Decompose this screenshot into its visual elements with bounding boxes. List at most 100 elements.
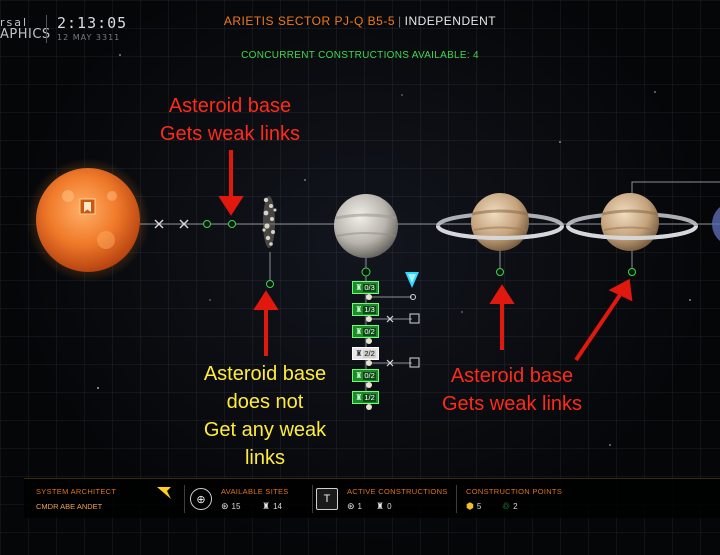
- footer-divider: [312, 485, 313, 513]
- orbital-site-icon: ⊛: [347, 501, 355, 511]
- construction-site-row[interactable]: ♜0/2: [352, 325, 379, 338]
- crane-icon: T: [323, 493, 331, 505]
- planet-ringed-1[interactable]: [436, 193, 564, 251]
- bookmark-icon[interactable]: [84, 202, 91, 212]
- active-orbital-value: 1: [357, 502, 362, 511]
- site-count: 0/3: [363, 282, 376, 292]
- tier2-points: ⬢ 5: [466, 501, 481, 512]
- surface-site-icon: ♜: [355, 283, 363, 292]
- surface-site-icon: ♜: [355, 327, 363, 336]
- crosshair-icon: ⊕: [196, 493, 206, 506]
- game-date: 12 MAY 3311: [57, 33, 121, 42]
- planet-link-node[interactable]: [361, 267, 371, 277]
- concurrent-constructions: CONCURRENT CONSTRUCTIONS AVAILABLE: 4: [241, 50, 479, 61]
- station-marker[interactable]: [386, 315, 394, 367]
- tier3-points: ♲ 2: [502, 501, 518, 512]
- logo-line2: APHICS: [0, 27, 51, 42]
- active-orbital-count: ⊛ 1: [347, 501, 362, 512]
- footer-divider: [184, 485, 185, 513]
- construction-site-row[interactable]: ♜1/3: [352, 303, 379, 316]
- tier2-points-value: 5: [476, 502, 482, 511]
- construction-site-badge[interactable]: ♜2/2: [352, 347, 379, 360]
- available-surface-value: 14: [273, 502, 282, 511]
- logo-line1: rsal: [0, 16, 29, 29]
- asteroid-base[interactable]: [262, 196, 277, 248]
- site-moon[interactable]: [366, 294, 372, 410]
- tier3-points-icon: ♲: [502, 501, 511, 511]
- annotation-line: Asteroid base: [450, 365, 574, 387]
- annotation-yellow: Asteroid base does not Get any weak link…: [190, 360, 340, 472]
- surface-site-icon: ♜: [355, 305, 363, 314]
- annotation-line: Get any weak: [203, 419, 327, 441]
- planet-ringed-2[interactable]: [566, 193, 698, 251]
- architect-name: CMDR ABE ANDET: [36, 502, 103, 511]
- surface-site-icon: ♜: [355, 393, 363, 402]
- annotation-line: Gets weak links: [159, 123, 301, 145]
- available-sites-section: ⊕ AVAILABLE SITES ⊛ 15 ♜ 14: [190, 479, 310, 519]
- system-name: ARIETIS SECTOR PJ-Q B5-5: [223, 14, 395, 28]
- construction-site-row[interactable]: ♜1/2: [352, 391, 379, 404]
- site-branch-lines: [372, 296, 412, 364]
- system-title: ARIETIS SECTOR PJ-Q B5-5|INDEPENDENT: [0, 14, 720, 28]
- architect-section: SYSTEM ARCHITECT CMDR ABE ANDET: [24, 479, 184, 519]
- construction-site-badge[interactable]: ♜0/3: [352, 281, 379, 294]
- planet-offscreen[interactable]: [712, 202, 720, 246]
- site-count: 1/3: [363, 304, 376, 314]
- site-count: 0/2: [363, 370, 376, 380]
- active-constructions-section: T ACTIVE CONSTRUCTIONS ⊛ 1 ♜ 0: [316, 479, 456, 519]
- site-count: 0/2: [363, 326, 376, 336]
- surface-site-icon: ♜: [355, 371, 363, 380]
- available-orbital-count: ⊛ 15: [221, 501, 240, 512]
- tier3-points-value: 2: [513, 502, 518, 511]
- outpost-icon[interactable]: [409, 294, 420, 368]
- active-constructions-button[interactable]: T: [316, 488, 338, 510]
- title-separator: |: [398, 14, 402, 28]
- construction-points-label: CONSTRUCTION POINTS: [466, 487, 563, 496]
- construction-site-badge[interactable]: ♜0/2: [352, 369, 379, 382]
- annotation-line: does not: [226, 391, 304, 413]
- clock-divider: [46, 15, 47, 43]
- site-count: 1/2: [363, 392, 376, 402]
- annotation-line: Asteroid base: [168, 95, 292, 117]
- surface-site-icon: ♜: [355, 349, 363, 358]
- footer-divider: [456, 485, 457, 513]
- available-sites-button[interactable]: ⊕: [190, 488, 212, 510]
- weak-link-node[interactable]: [203, 220, 274, 288]
- construction-site-badge[interactable]: ♜1/3: [352, 303, 379, 316]
- planet-gas-giant[interactable]: [334, 194, 398, 258]
- surface-site-icon: ♜: [376, 501, 385, 511]
- construction-site-row[interactable]: ♜0/2: [352, 369, 379, 382]
- orbit-bracket-line: [631, 181, 720, 196]
- annotation-arrow: [218, 150, 633, 362]
- annotation-top: Asteroid base Gets weak links: [150, 92, 310, 148]
- weak-link-node[interactable]: [628, 268, 636, 276]
- active-surface-value: 0: [387, 502, 392, 511]
- station-marker[interactable]: [154, 219, 189, 229]
- available-sites-label: AVAILABLE SITES: [221, 487, 289, 496]
- architect-flag-icon[interactable]: [157, 487, 171, 499]
- construction-points-section: CONSTRUCTION POINTS ⬢ 5 ♲ 2: [464, 479, 594, 519]
- construction-site-badge[interactable]: ♜1/2: [352, 391, 379, 404]
- weak-link-node[interactable]: [496, 268, 504, 276]
- location-marker-icon[interactable]: [405, 272, 419, 288]
- game-time: 2:13:05: [57, 14, 128, 32]
- active-surface-count: ♜ 0: [376, 501, 392, 512]
- logo: rsal APHICS: [0, 16, 51, 42]
- annotation-line: links: [244, 447, 285, 469]
- tier2-points-icon: ⬢: [466, 501, 474, 511]
- clock-panel: rsal APHICS 2:13:05 12 MAY 3311: [0, 14, 127, 44]
- annotation-line: Asteroid base: [203, 363, 327, 385]
- available-surface-count: ♜ 14: [262, 501, 282, 512]
- star-body[interactable]: [26, 158, 150, 282]
- available-orbital-value: 15: [231, 502, 241, 511]
- construction-site-row[interactable]: ♜0/3: [352, 281, 379, 294]
- architect-label: SYSTEM ARCHITECT: [36, 487, 117, 496]
- government-label: INDEPENDENT: [404, 14, 497, 28]
- annotation-line: Gets weak links: [441, 393, 583, 415]
- construction-site-badge[interactable]: ♜0/2: [352, 325, 379, 338]
- construction-site-row[interactable]: ♜2/2: [352, 347, 379, 360]
- status-bar: SYSTEM ARCHITECT CMDR ABE ANDET ⊕ AVAILA…: [24, 478, 720, 518]
